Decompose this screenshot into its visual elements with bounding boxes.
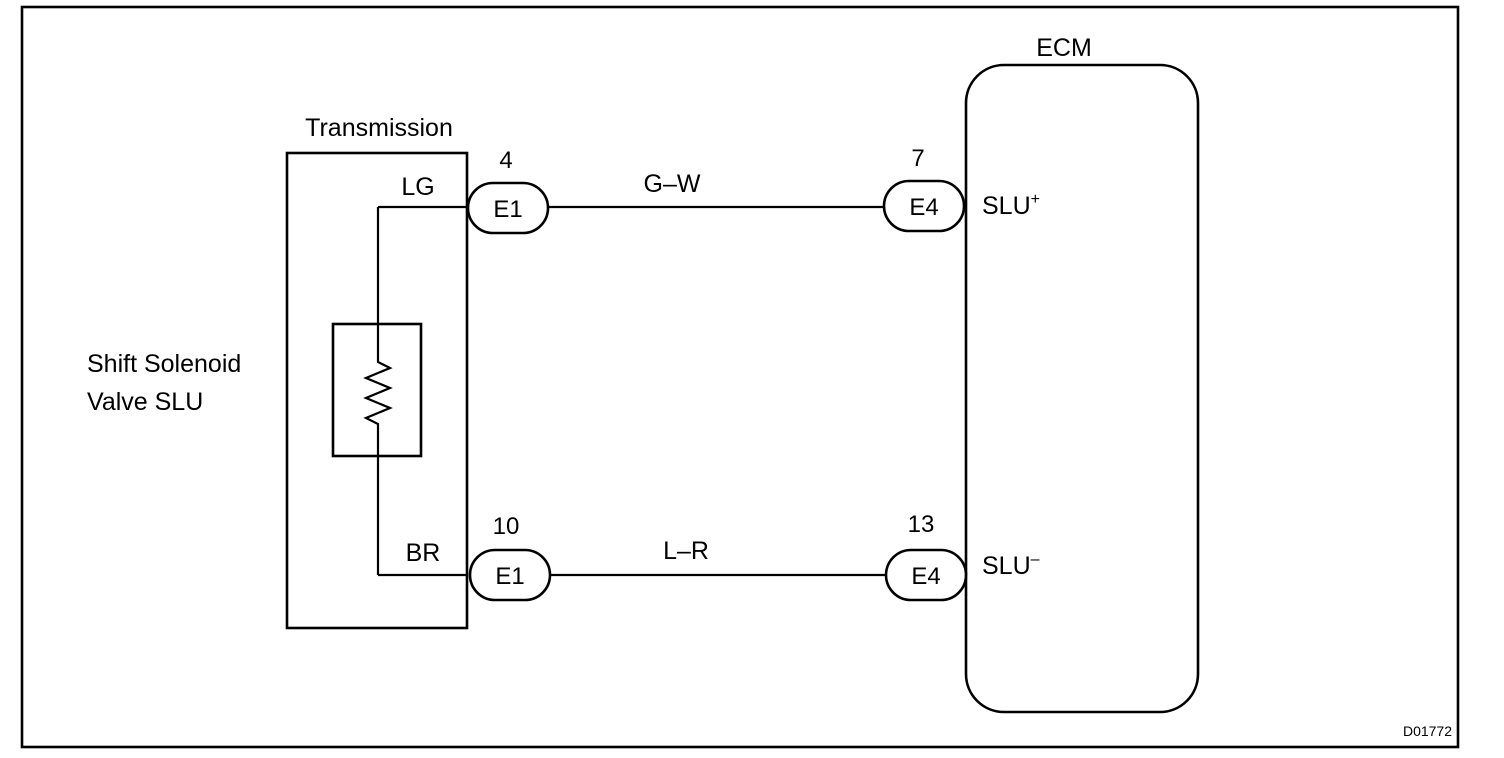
pin-13: 13 xyxy=(908,511,935,538)
solenoid-label-line2: Valve SLU xyxy=(87,388,203,416)
connector-e4-top-label: E4 xyxy=(909,194,938,221)
terminal-slu-minus: SLU– xyxy=(982,551,1040,580)
figure-code: D01772 xyxy=(1403,723,1452,739)
wire-color-br: BR xyxy=(406,539,441,567)
connector-e1-top-label: E1 xyxy=(493,196,522,223)
connector-e1-bottom-label: E1 xyxy=(495,563,524,590)
wire-color-g-w: G–W xyxy=(644,170,701,198)
ecm-box xyxy=(964,63,1200,714)
transmission-label: Transmission xyxy=(305,114,453,142)
terminal-slu-plus: SLU+ xyxy=(982,191,1040,220)
connector-e1-bottom xyxy=(468,548,552,602)
wire-color-lg: LG xyxy=(401,173,434,201)
transmission-box xyxy=(285,151,469,630)
pin-10: 10 xyxy=(493,513,520,540)
diagram-frame xyxy=(20,5,1460,749)
resistor-symbol xyxy=(363,207,393,575)
pin-7: 7 xyxy=(911,145,924,172)
solenoid-label-line1: Shift Solenoid xyxy=(87,350,241,378)
wire-color-l-r: L–R xyxy=(663,537,709,565)
pin-4: 4 xyxy=(499,147,512,174)
connector-e4-bottom-label: E4 xyxy=(911,563,940,590)
connector-e1-top xyxy=(466,181,550,235)
connector-e4-top xyxy=(882,179,966,233)
connector-e4-bottom xyxy=(884,548,968,602)
ecm-label: ECM xyxy=(1036,34,1092,62)
